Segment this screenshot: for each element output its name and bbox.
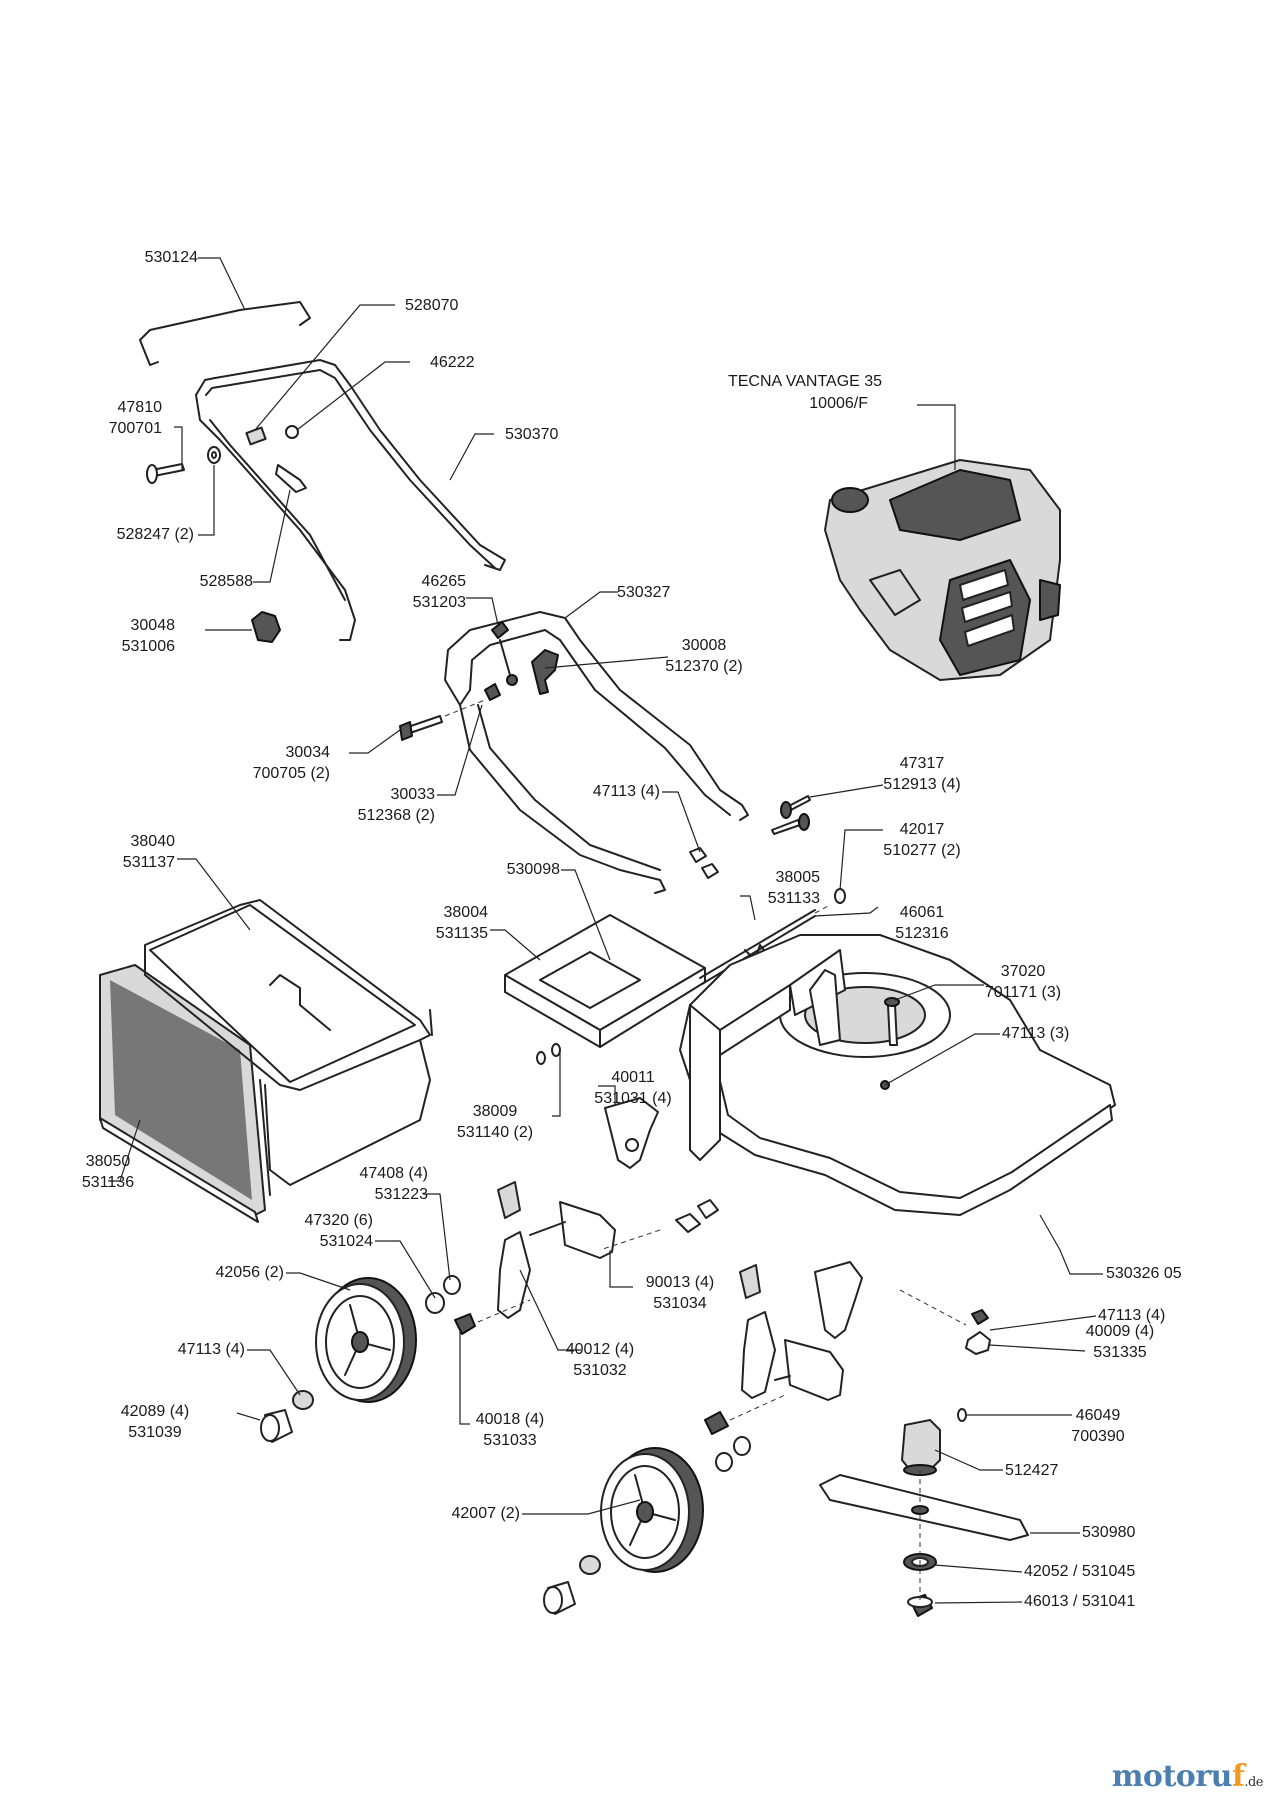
part-label-40012: 40012 (4) [566,1341,635,1358]
part-label-528070: 528070 [405,297,458,314]
part-label-528247: 528247 (2) [117,526,194,543]
part-label-46061-line2: 512316 [895,925,948,942]
blade-assembly [819,1419,1029,1617]
part-label-530124: 530124 [145,249,198,266]
part-label-90013-line2: 531034 [653,1295,706,1312]
part-label-47810-line2: 700701 [109,420,162,437]
part-label-30008-line2: 512370 (2) [665,658,742,675]
part-label-38050: 38050 [86,1153,131,1170]
engine-model-label: TECNA VANTAGE 35 [728,373,882,390]
leader-lines [108,257,1103,1604]
part-label-40009-line2: 531335 [1093,1344,1146,1361]
part-label-512427: 512427 [1005,1462,1058,1479]
part-label-37020: 37020 [1001,963,1046,980]
part-label-40012-line2: 531032 [573,1362,626,1379]
front-wheel [543,1447,704,1615]
part-label-530327: 530327 [617,584,670,601]
part-label-47408-line2: 531223 [375,1186,428,1203]
part-label-47113a: 47113 (4) [593,783,660,800]
part-label-37020-line2: 701171 (3) [985,984,1061,1001]
part-label-47320-line2: 531024 [320,1233,373,1250]
part-label-42052: 42052 / 531045 [1024,1563,1135,1580]
part-label-38004-line2: 531135 [436,925,488,942]
part-label-30033: 30033 [391,786,436,803]
lower-handle [399,611,846,904]
part-label-530980: 530980 [1082,1524,1135,1541]
part-label-47113d: 47113 (4) [178,1341,245,1358]
part-label-42007: 42007 (2) [452,1505,521,1522]
part-label-46013: 46013 / 531041 [1024,1593,1135,1610]
rear-wheel [260,1277,417,1443]
part-label-528588: 528588 [200,573,253,590]
part-label-30033-line2: 512368 (2) [358,807,435,824]
part-label-47408: 47408 (4) [360,1165,429,1182]
engine-label: TECNA VANTAGE 35 10006/F [728,373,882,412]
part-label-46265-line2: 531203 [413,594,466,611]
part-label-30034-line2: 700705 (2) [253,765,330,782]
part-label-530370: 530370 [505,426,558,443]
grass-catcher [99,899,433,1223]
part-label-40018: 40018 (4) [476,1411,545,1428]
part-label-42017-line2: 510277 (2) [883,842,960,859]
logo-suffix: .de [1244,1775,1263,1790]
part-label-40011: 40011 [611,1069,654,1086]
part-label-38009-line2: 531140 (2) [457,1124,533,1141]
part-label-47113b: 47113 (3) [1002,1025,1069,1042]
height-adjuster-rear [704,1261,863,1472]
part-label-90013: 90013 (4) [646,1274,715,1291]
part-label-40011-line2: 531031 (4) [594,1090,671,1107]
logo-accent: f [1231,1759,1245,1794]
part-label-38050-line2: 531136 [82,1174,134,1191]
part-label-46049: 46049 [1076,1407,1121,1424]
part-label-47113c: 47113 (4) [1098,1307,1165,1324]
rear-flap [504,904,831,1065]
engine-code-label: 10006/F [809,395,868,412]
part-label-47320: 47320 (6) [305,1212,374,1229]
part-label-38040: 38040 [131,833,176,850]
part-label-46222: 46222 [430,354,475,371]
part-label-46061: 46061 [900,904,945,921]
upper-handle [139,301,506,643]
part-label-38005-line2: 531133 [768,890,820,907]
part-label-30034: 30034 [286,744,331,761]
part-label-47317: 47317 [900,755,945,772]
part-label-47810: 47810 [118,399,163,416]
part-label-40009: 40009 (4) [1086,1323,1155,1340]
part-label-40018-line2: 531033 [483,1432,536,1449]
part-label-38004: 38004 [444,904,489,921]
motoruf-logo: motoruf.de [1111,1759,1264,1794]
part-label-38040-line2: 531137 [123,854,175,871]
part-label-30008: 30008 [682,637,727,654]
part-label-42056: 42056 (2) [216,1264,285,1281]
part-label-530326: 530326 05 [1106,1265,1182,1282]
part-label-47317-line2: 512913 (4) [883,776,960,793]
part-number-labels: 530124 528070 46222 47810 700701 530370 528247… [82,249,1182,1610]
part-label-530098: 530098 [507,861,560,878]
part-label-38005: 38005 [776,869,821,886]
part-label-42089-line2: 531039 [128,1424,181,1441]
part-label-46049-line2: 700390 [1071,1428,1124,1445]
engine-illustration [824,459,1061,681]
part-label-42089: 42089 (4) [121,1403,190,1420]
part-label-42017: 42017 [900,821,945,838]
part-label-30048: 30048 [131,617,176,634]
mower-deck [679,934,1116,1422]
part-label-38009: 38009 [473,1103,518,1120]
height-adjuster-front [425,1097,719,1335]
part-label-46265: 46265 [422,573,467,590]
part-label-30048-line2: 531006 [122,638,175,655]
logo-main: motoru [1111,1759,1233,1794]
